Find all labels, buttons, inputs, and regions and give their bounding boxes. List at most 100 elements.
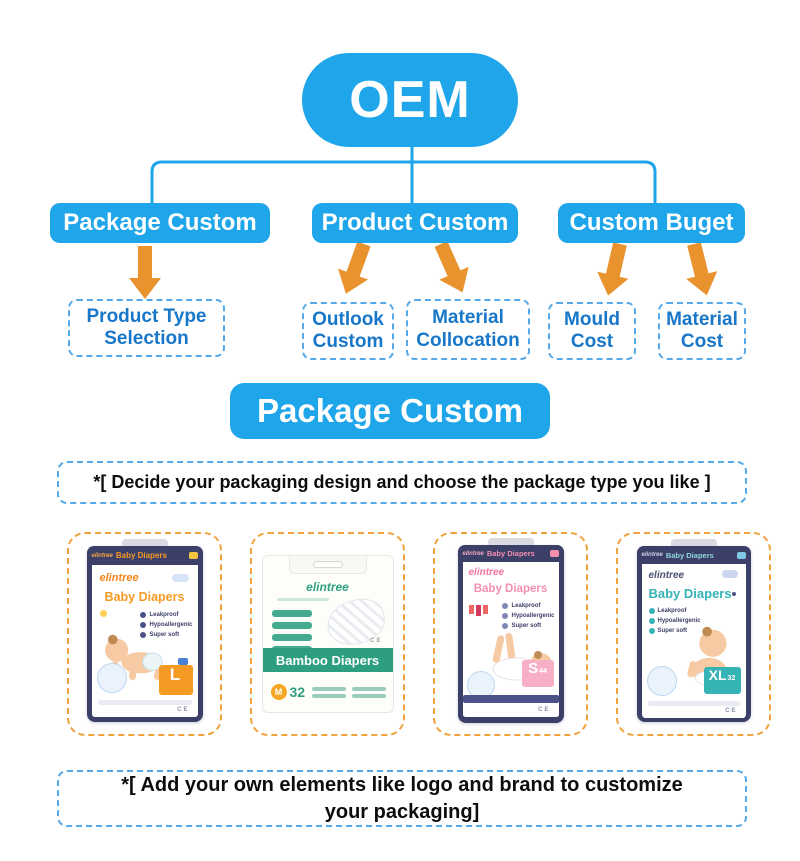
feature-label: Hypoallergenic [149,622,193,628]
package-top-band: elintree Baby Diapers [86,546,203,565]
diaper-package-s: elintree Baby Diapers elintree Baby Diap… [457,538,564,723]
product-card-baby-diapers-s: elintree Baby Diapers elintree Baby Diap… [433,532,588,736]
brand-wordmark: elintree [468,567,505,578]
arrow-down-icon [434,241,469,293]
brand-logo-icon [736,551,746,559]
decorative-marks [468,605,488,616]
package-top-band: elintree Baby Diapers [636,546,751,564]
child-material-cost: Material Cost [658,302,746,360]
feature-badge [271,622,312,629]
hang-hole [312,561,343,568]
product-name-small: Baby Diapers [665,550,714,560]
arrow-down-icon [338,241,371,294]
arrow-down-icon [129,246,161,299]
feature-text-bar [352,693,387,698]
feature-list: Leakproof Hypoallergenic Super soft [140,612,193,642]
promo-badge-icon [96,663,127,693]
feature-item: Hypoallergenic [140,622,193,628]
feature-label: Leakproof [149,612,179,618]
branch-custom-buget: Custom Buget [558,203,745,243]
section-title-banner: Package Custom [230,383,550,439]
feature-item: Hypoallergenic [502,613,555,619]
feature-text-bar [352,686,387,691]
feature-badge [271,634,312,641]
child-outlook-custom: Outlook Custom [302,302,394,360]
size-letter: S [528,660,539,677]
toy-car-icon [177,658,188,665]
product-name: Baby Diapers [473,583,548,595]
diaper-package-l: elintree Baby Diapers elintree Baby Diap… [86,539,203,722]
brand-wordmark: elintree [648,570,685,581]
cloud-icon [171,574,189,582]
ce-mark: CE [538,707,551,713]
ce-mark: CE [725,708,738,714]
feature-item: Leakproof [140,612,192,618]
package-handle [670,539,717,549]
branch-product-custom: Product Custom [312,203,518,243]
decorative-dot [731,592,736,596]
note-choose-package-type: *[ Decide your packaging design and choo… [57,461,747,504]
piece-count: 44 [539,668,547,675]
feature-bullet-icon [502,613,509,619]
size-badge: L [158,665,193,695]
bottom-band [462,695,559,703]
product-name: Baby Diapers [104,590,185,604]
product-name-small: Baby Diapers [486,549,535,558]
feature-item: Super soft [502,623,554,629]
feature-text-bar [312,686,347,691]
child-mould-cost: Mould Cost [548,302,636,360]
feature-item: Super soft [140,632,192,638]
cloud-icon [721,570,738,578]
product-card-baby-diapers-xl: elintree Baby Diapers elintree Baby Diap… [616,532,771,736]
size-letter: M [270,684,287,700]
piece-count: 32 [289,684,306,700]
feature-list: Leakproof Hypoallergenic Super soft [648,608,701,638]
ce-mark: CE [177,707,190,713]
feature-label: Leakproof [511,603,541,609]
feature-item: Leakproof [502,603,554,609]
feature-item: Hypoallergenic [648,618,701,624]
feature-text-bars [312,686,387,698]
brand-small: elintree [462,550,484,557]
product-card-baby-diapers-l: elintree Baby Diapers elintree Baby Diap… [67,532,222,736]
package-handle [121,539,168,549]
child-material-collocation: Material Collocation [406,299,530,360]
arrow-down-icon [597,242,629,296]
diaper-package-xl: elintree Baby Diapers elintree Baby Diap… [636,539,751,722]
feature-label: Super soft [149,632,180,638]
note-add-own-elements: *[ Add your own elements like logo and b… [57,770,747,827]
branch-package-custom: Package Custom [50,203,270,243]
feature-item: Leakproof [648,608,701,614]
feature-bullet-icon [502,603,509,609]
oem-root-node: OEM [302,53,518,147]
piece-count: 32 [727,675,736,682]
product-name: Baby Diapers [648,586,732,601]
product-name-small: Baby Diapers [115,551,167,560]
smallprint-bar [97,700,192,705]
feature-label: Leakproof [657,608,687,614]
feature-label: Hypoallergenic [657,618,701,624]
arrow-down-icon [686,242,718,296]
tagline-bar [276,598,329,601]
brand-small: elintree [91,552,113,559]
connector-branch-line [150,160,657,203]
brand-logo-icon [549,550,559,557]
feature-text-bar [312,693,347,698]
promo-badge-icon [466,671,495,699]
feature-label: Hypoallergenic [511,613,555,619]
toy-icon [99,610,107,617]
feature-list: Leakproof Hypoallergenic Super soft [502,603,555,633]
feature-bullet-icon [140,632,147,638]
brand-logo-icon [188,552,198,559]
ce-mark: CE [370,638,383,644]
promo-badge-icon [646,666,677,696]
feature-bullet-icon [140,612,147,618]
size-letter: XL [708,667,727,683]
feature-bullet-icon [140,622,147,628]
feature-item: Super soft [648,628,701,634]
brand-small: elintree [641,552,663,558]
brand-wordmark: elintree [99,572,139,584]
diaper-package-bamboo: elintree CE Bamboo Diapers M 32 [261,555,394,713]
